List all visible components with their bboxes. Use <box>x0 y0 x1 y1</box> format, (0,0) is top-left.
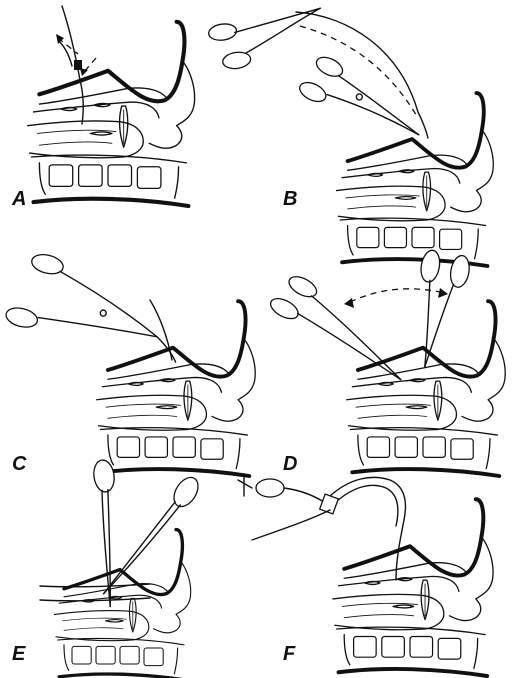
panel-label-a: A <box>11 188 26 210</box>
endotracheal-tube <box>330 477 405 580</box>
forceps-c <box>4 249 193 365</box>
forceps-d-right <box>404 249 471 372</box>
pilot-balloon <box>238 474 330 506</box>
panel-a: A <box>11 6 195 210</box>
panel-label-f: F <box>283 643 296 665</box>
panel-c: C <box>4 249 255 476</box>
panel-d: D <box>267 249 505 476</box>
panel-label-e: E <box>12 643 26 665</box>
panel-f: F <box>238 474 493 676</box>
forceps-d-left <box>267 270 421 380</box>
panel-e: E <box>12 459 203 678</box>
panel-label-c: C <box>12 453 27 475</box>
panel-label-d: D <box>283 453 297 475</box>
forceps-lower <box>297 52 432 149</box>
forceps-upper <box>207 8 327 71</box>
panel-label-b: B <box>283 188 297 210</box>
panel-b: B <box>207 8 493 266</box>
